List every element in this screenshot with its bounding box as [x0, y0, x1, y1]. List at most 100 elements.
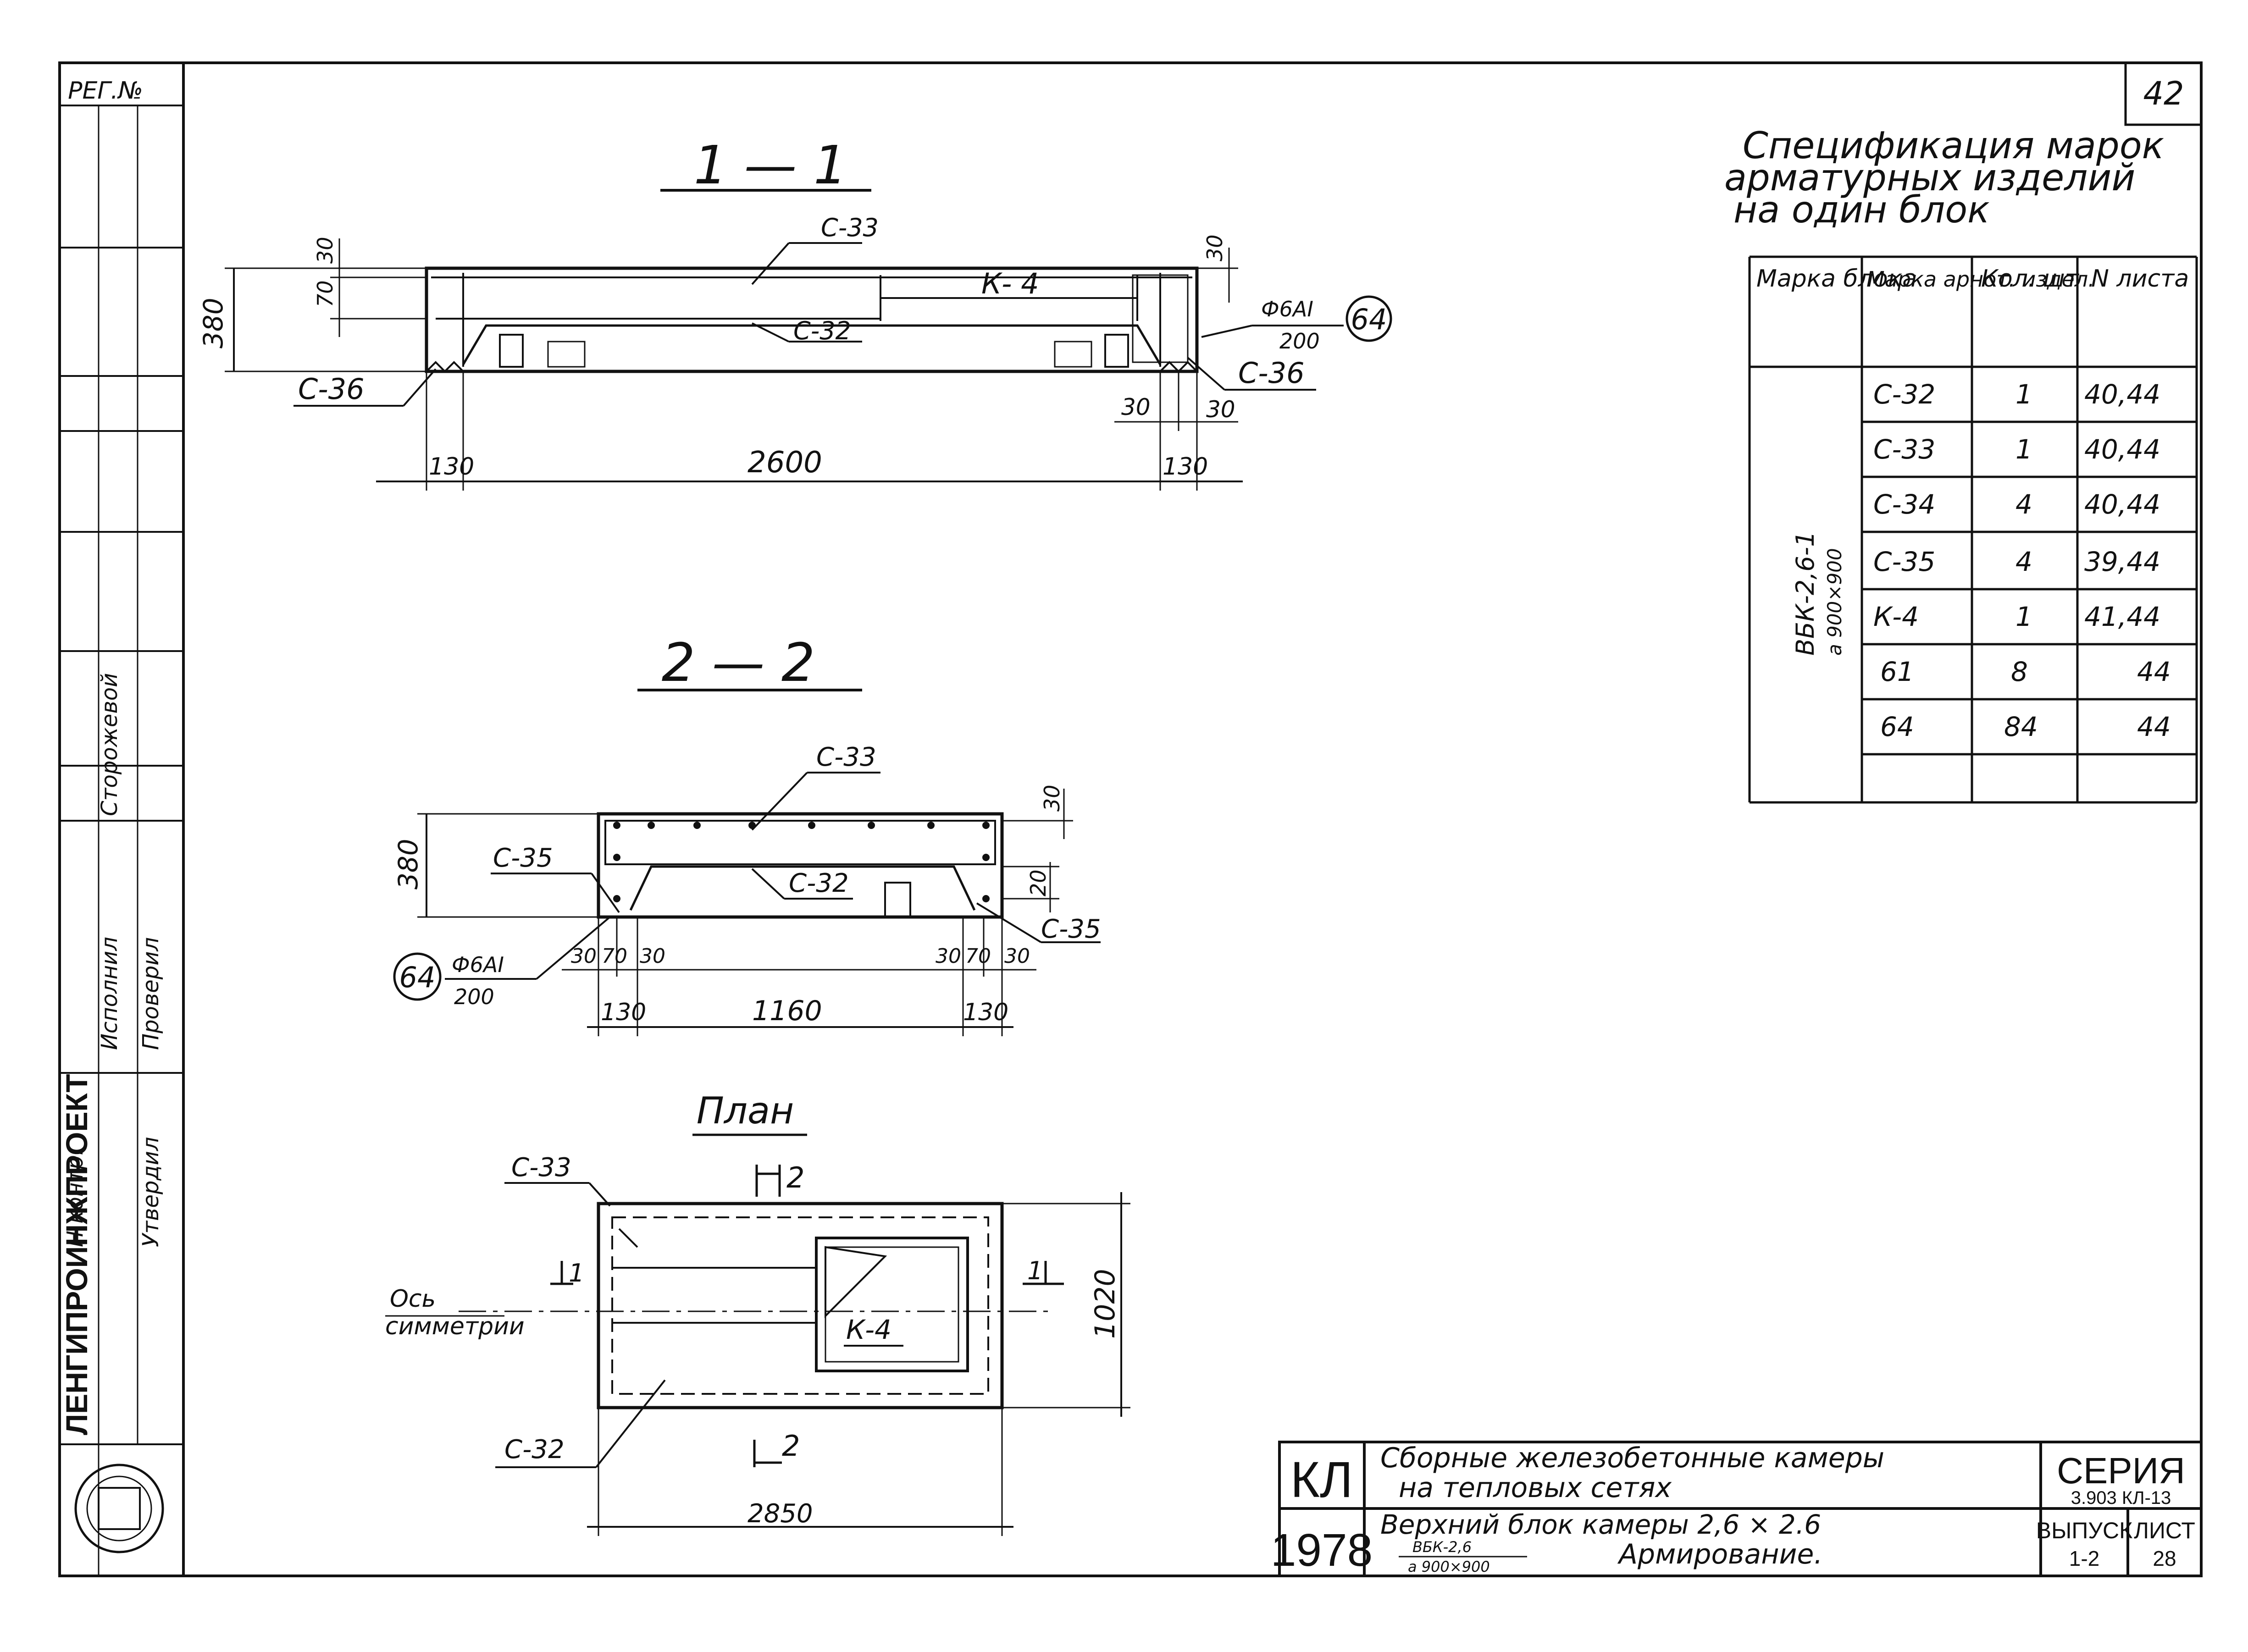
- stamp-text-3: Проверил: [138, 937, 164, 1050]
- stamp-text-5: Утвердил: [138, 1137, 164, 1247]
- s11-dim-inner: 70: [313, 280, 338, 307]
- s22-label-rebar: Ф6АI: [452, 952, 504, 977]
- spec-title-line2: арматурных изделий: [1724, 156, 2135, 199]
- spec-row-5-mark: 61: [1880, 656, 1914, 687]
- plan-label-c33: С-33: [511, 1153, 571, 1182]
- spec-row-6-sheet: 44: [2137, 711, 2171, 742]
- s11-dim-right-edge: 130: [1163, 453, 1208, 481]
- table-row: С-32 1 40,44: [1873, 379, 2160, 410]
- s22-dim-b2: 70: [602, 945, 627, 968]
- stamp-text-2: Исполнил: [97, 937, 122, 1050]
- s11-label-c36-right: С-36: [1238, 356, 1305, 390]
- s11-label-c33: С-33: [821, 213, 879, 242]
- plan-axis-label-2: симметрии: [385, 1313, 525, 1340]
- spec-header-1: Марка арнот. издел.: [1866, 267, 2095, 292]
- plan-view: План Ось симметрии 1 1 2 2 С-33 К-4: [385, 1089, 1130, 1536]
- series-label: СЕРИЯ: [2057, 1450, 2185, 1491]
- spec-row-2-qty: 4: [2015, 489, 2032, 520]
- s11-label-c32: С-32: [793, 316, 851, 345]
- s22-dim-b5: 70: [965, 945, 991, 968]
- s22-label-c35-right: С-35: [1041, 914, 1101, 944]
- s22-dim-b3: 30: [640, 945, 665, 968]
- plan-label-c32: С-32: [504, 1435, 565, 1464]
- sheet-label: ЛИСТ: [2134, 1518, 2195, 1543]
- stamp-text-1: Сторожевой: [97, 673, 122, 816]
- title-year: 1978: [1271, 1525, 1373, 1576]
- spec-header-2: Кол. шт: [1981, 265, 2080, 293]
- spec-row-5-qty: 8: [2011, 656, 2028, 687]
- s22-dim-b6: 30: [1004, 945, 1030, 968]
- plan-label-k4: К-4: [846, 1314, 891, 1345]
- s11-label-c36-left: С-36: [298, 372, 365, 406]
- table-row: С-34 4 40,44: [1873, 489, 2160, 520]
- s11-dim-right-b: 30: [1206, 396, 1235, 423]
- section-2-2: 2 — 2 С-33 С-35 С-32 С-35 Ф6АI 200 64: [393, 632, 1101, 1036]
- s11-dim-right-top: 30: [1202, 234, 1227, 261]
- spec-row-2-mark: С-34: [1873, 489, 1935, 520]
- s22-rebar-mark-circle: [393, 952, 442, 1001]
- page-number: 42: [2143, 75, 2184, 112]
- s11-dim-top-cover: 30: [313, 237, 338, 264]
- title-desc-line4: Армирование.: [1617, 1538, 1823, 1570]
- s11-dim-height: 380: [198, 298, 229, 348]
- spec-title-line3: на один блок: [1733, 188, 1989, 231]
- s11-label-rebar: Ф6АI: [1261, 297, 1313, 321]
- plan-dim-length: 2850: [747, 1499, 813, 1529]
- s22-dim-b1: 30: [571, 945, 597, 968]
- sheet-frame: [58, 61, 2203, 1577]
- spec-block-mark: ВБК-2,6-1: [1791, 531, 1820, 656]
- table-row: 64 84 44: [1880, 711, 2171, 742]
- plan-dim-width: 1020: [1089, 1269, 1121, 1339]
- s22-label-c35-left: С-35: [493, 843, 553, 873]
- plan-section-left: 1: [569, 1259, 584, 1287]
- spec-row-0-mark: С-32: [1873, 379, 1935, 410]
- s22-dim-left-edge: 130: [601, 999, 646, 1026]
- spec-row-4-mark: К-4: [1873, 601, 1919, 632]
- spec-row-2-sheet: 40,44: [2084, 489, 2160, 520]
- spec-row-0-qty: 1: [2015, 379, 2032, 410]
- s11-rebar-mark-circle: [1345, 295, 1392, 342]
- s11-dim-right-a: 30: [1121, 394, 1151, 420]
- spec-row-4-qty: 1: [2015, 601, 2032, 632]
- issue-value: 1-2: [2069, 1547, 2099, 1570]
- plan-section-top: 2: [786, 1161, 804, 1194]
- table-row: С-35 4 39,44: [1873, 546, 2160, 577]
- left-stamp-strip: [60, 105, 183, 1576]
- s22-label-c32: С-32: [789, 868, 849, 898]
- spec-table: Спецификация марок арматурных изделий на…: [1724, 124, 2198, 804]
- s22-rebar-mark: 64: [399, 961, 436, 994]
- s22-label-c33: С-33: [816, 742, 876, 772]
- spec-row-1-qty: 1: [2015, 434, 2032, 465]
- spec-row-3-sheet: 39,44: [2084, 546, 2160, 577]
- s22-dim-right-edge: 130: [963, 999, 1008, 1026]
- table-row: С-33 1 40,44: [1873, 434, 2160, 465]
- org-logo-icon: [74, 1464, 164, 1553]
- section-2-2-title: 2 — 2: [662, 632, 815, 694]
- spec-row-4-sheet: 41,44: [2084, 601, 2160, 632]
- issue-label: ВЫПУСК: [2036, 1518, 2133, 1543]
- s22-dim-width: 1160: [752, 995, 822, 1027]
- s22-dim-b4: 30: [936, 945, 961, 968]
- spec-row-6-qty: 84: [2004, 711, 2038, 742]
- spec-row-3-qty: 4: [2015, 546, 2032, 577]
- plan-axis-label: Ось: [390, 1285, 436, 1313]
- s11-dim-length: 2600: [747, 446, 822, 480]
- spec-row-1-sheet: 40,44: [2084, 434, 2160, 465]
- spec-title-line1: Спецификация марок: [1743, 124, 2164, 167]
- spec-row-1-mark: С-33: [1873, 434, 1935, 465]
- spec-row-0-sheet: 40,44: [2084, 379, 2160, 410]
- stamp-text-4: Н.контр.: [62, 1149, 88, 1247]
- title-block: КЛ 1978 Сборные железобетонные камеры на…: [1271, 1441, 2203, 1577]
- title-desc-sub2: а 900×900: [1408, 1558, 1490, 1575]
- s22-dim-height: 380: [393, 839, 424, 890]
- table-row: 61 8 44: [1880, 656, 2171, 687]
- spec-row-6-mark: 64: [1880, 711, 1914, 742]
- title-desc-sub1: ВБК-2,6: [1412, 1538, 1472, 1556]
- spec-block-mark-sub: а 900×900: [1823, 548, 1846, 656]
- plan-title: План: [697, 1089, 794, 1132]
- section-1-1-title: 1 — 1: [694, 135, 847, 196]
- s11-label-rebar-step: 200: [1279, 329, 1320, 354]
- s11-label-k4: К- 4: [981, 267, 1039, 300]
- spec-row-3-mark: С-35: [1873, 546, 1935, 577]
